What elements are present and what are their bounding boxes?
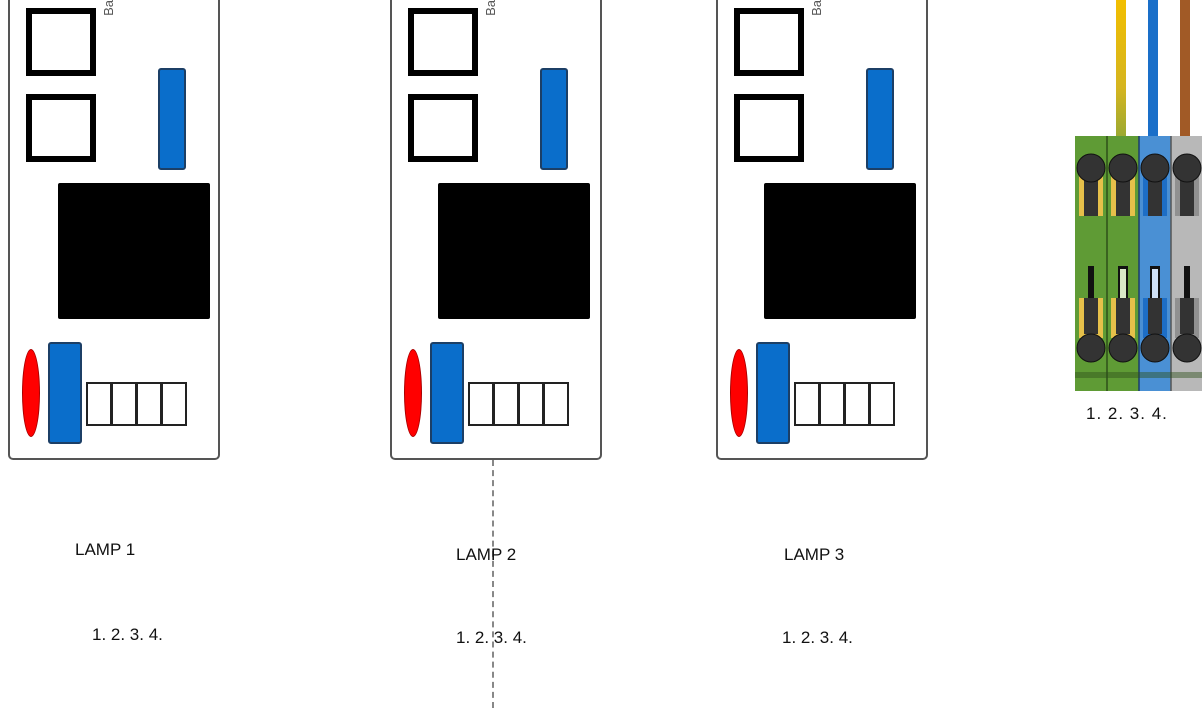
device-marking: Ba <box>483 0 498 16</box>
blue-connector-bottom <box>756 342 790 444</box>
terminal-block-numbers: 1. 2. 3. 4. <box>1086 404 1168 423</box>
black-component <box>764 183 916 319</box>
terminal-slot <box>518 382 544 426</box>
terminal-slot <box>493 382 519 426</box>
lamp-3-label: LAMP 3 <box>784 545 845 564</box>
middle-test-slots <box>1088 266 1190 304</box>
dashed-guide-line <box>492 460 494 708</box>
device-marking: Ba <box>809 0 824 16</box>
lamp-1-label: LAMP 1 <box>75 540 136 559</box>
terminal-slot <box>819 382 845 426</box>
square-terminal-top <box>26 8 96 76</box>
output-terminals <box>468 382 569 426</box>
terminal-block <box>1075 136 1202 391</box>
terminal-slot <box>111 382 137 426</box>
blue-connector-bottom <box>430 342 464 444</box>
black-component <box>58 183 210 319</box>
black-component <box>438 183 590 319</box>
square-terminal-top <box>408 8 478 76</box>
square-terminal-middle <box>408 94 478 162</box>
blue-connector-top <box>158 68 186 170</box>
top-levers <box>1079 176 1199 216</box>
terminal-slot <box>136 382 162 426</box>
lamp-driver-3: Ba <box>716 0 928 460</box>
terminal-slot <box>468 382 494 426</box>
blue-connector-top <box>540 68 568 170</box>
blue-connector-bottom <box>48 342 82 444</box>
blue-connector-top <box>866 68 894 170</box>
square-terminal-top <box>734 8 804 76</box>
terminal-slot <box>794 382 820 426</box>
output-terminals <box>794 382 895 426</box>
earth-wire <box>1116 0 1126 160</box>
output-terminals <box>86 382 187 426</box>
lamp-driver-2: Ba <box>390 0 602 460</box>
device-marking: Ba <box>101 0 116 16</box>
terminal-slot <box>86 382 112 426</box>
terminal-slot <box>869 382 895 426</box>
bottom-clamp-screws <box>1076 333 1202 363</box>
lamp-2-terminal-numbers: 1. 2. 3. 4. <box>456 628 527 647</box>
incoming-wires <box>1116 0 1190 160</box>
terminal-slot <box>161 382 187 426</box>
lamp-3-terminal-numbers: 1. 2. 3. 4. <box>782 628 853 647</box>
red-led-indicator <box>730 349 748 437</box>
square-terminal-middle <box>734 94 804 162</box>
lamp-2-label: LAMP 2 <box>456 545 517 564</box>
lamp-driver-1: Ba <box>8 0 220 460</box>
lamp-1-terminal-numbers: 1. 2. 3. 4. <box>92 625 163 644</box>
neutral-wire <box>1148 0 1158 160</box>
terminal-slot <box>543 382 569 426</box>
red-led-indicator <box>404 349 422 437</box>
terminal-slot <box>844 382 870 426</box>
top-clamp-screws <box>1076 153 1202 183</box>
red-led-indicator <box>22 349 40 437</box>
square-terminal-middle <box>26 94 96 162</box>
live-wire <box>1180 0 1190 160</box>
bottom-levers <box>1079 298 1199 338</box>
